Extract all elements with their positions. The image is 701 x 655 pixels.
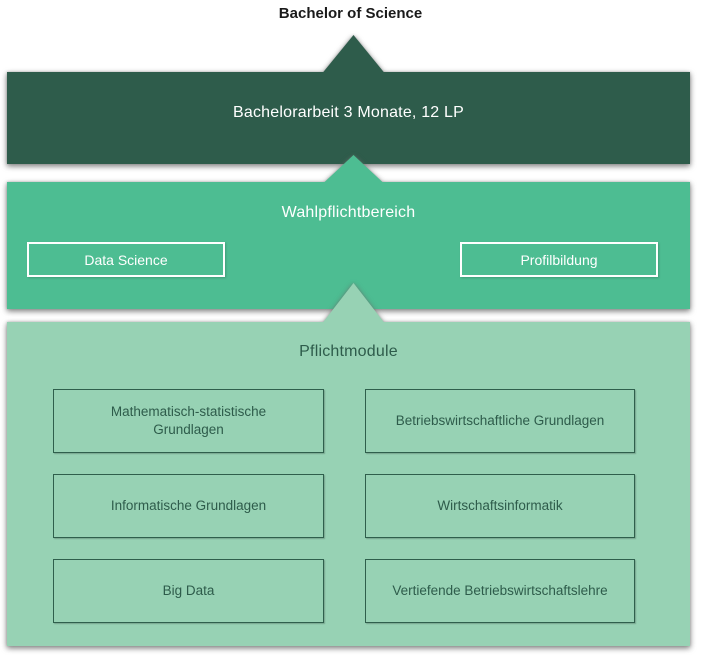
module-box-betriebswirtschaftliche-grundlagen: Betriebswirtschaftliche Grundlagen	[365, 389, 635, 453]
module-box-vertiefende-betriebswirtschaftslehre: Vertiefende Betriebswirtschaftslehre	[365, 559, 635, 623]
band-bachelorarbeit-label: Bachelorarbeit 3 Monate, 12 LP	[232, 104, 465, 121]
module-box-big-data: Big Data	[53, 559, 324, 623]
band-wahlpflichtbereich-label: Wahlpflichtbereich	[281, 204, 416, 221]
option-box-data-science: Data Science	[27, 242, 225, 277]
page-title: Bachelor of Science	[278, 5, 423, 22]
band-pflichtmodule: Pflichtmodule Mathematisch-statistische …	[7, 283, 690, 646]
band-bachelorarbeit: Bachelorarbeit 3 Monate, 12 LP	[7, 35, 690, 164]
module-box-wirtschaftsinformatik: Wirtschaftsinformatik	[365, 474, 635, 538]
module-grid: Mathematisch-statistische Grundlagen Bet…	[53, 389, 635, 623]
band-pflichtmodule-label: Pflichtmodule	[299, 343, 398, 360]
option-row: Data Science Profilbildung	[7, 242, 690, 277]
option-box-profilbildung: Profilbildung	[460, 242, 658, 277]
band-wahlpflichtbereich: Wahlpflichtbereich Data Science Profilbi…	[7, 155, 690, 309]
arrow-up-icon	[322, 35, 385, 73]
module-box-mathematisch-statistische-grundlagen: Mathematisch-statistische Grundlagen	[53, 389, 324, 453]
module-box-informatische-grundlagen: Informatische Grundlagen	[53, 474, 324, 538]
module-box-label: Mathematisch-statistische Grundlagen	[110, 404, 267, 437]
